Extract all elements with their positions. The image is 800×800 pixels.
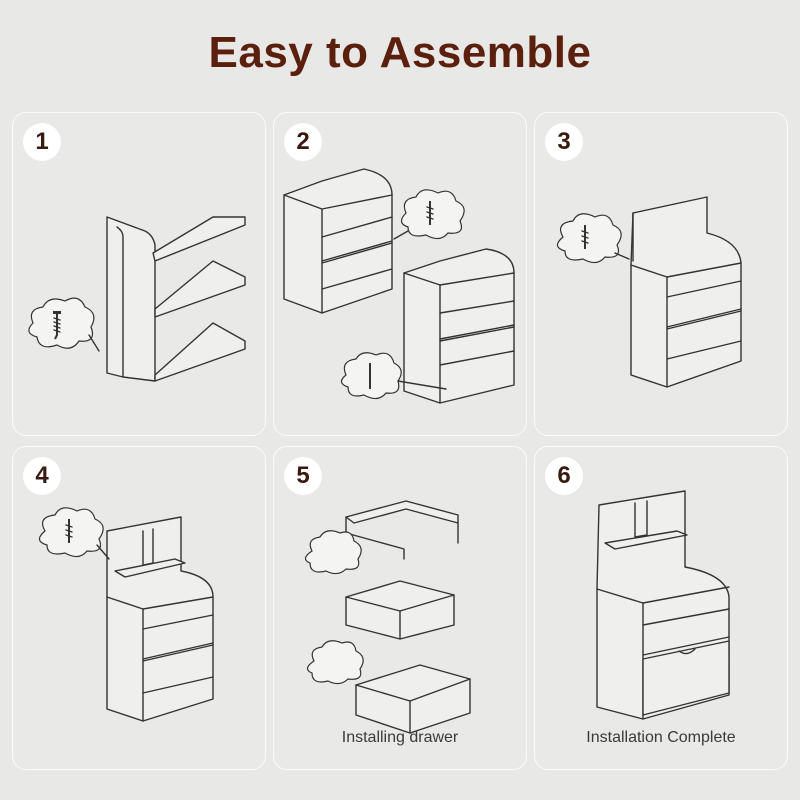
step-panel-3: 3: [534, 112, 788, 436]
step-panel-2: 2: [273, 112, 527, 436]
step-5-caption: Installing drawer: [341, 729, 459, 746]
step-6-caption: Installation Complete: [586, 729, 736, 746]
step-panel-1: 1: [12, 112, 266, 436]
step-4-illustration: [38, 507, 214, 722]
step-2-illustration: [283, 168, 515, 404]
step-5-illustration: [304, 500, 471, 734]
step-1-illustration: [28, 216, 246, 382]
step-number-badge: 5: [284, 457, 322, 495]
step-6-illustration: [596, 490, 730, 720]
step-number-badge: 4: [23, 457, 61, 495]
step-number-badge: 2: [284, 123, 322, 161]
step-number-badge: 1: [23, 123, 61, 161]
step-panel-6: 6 Installation Complete: [534, 446, 788, 770]
step-panel-4: 4: [12, 446, 266, 770]
step-3-illustration: [556, 196, 742, 388]
step-number-badge: 3: [545, 123, 583, 161]
step-number-badge: 6: [545, 457, 583, 495]
step-panel-5: 5 Installing drawer: [273, 446, 527, 770]
page-title: Easy to Assemble: [208, 28, 592, 77]
